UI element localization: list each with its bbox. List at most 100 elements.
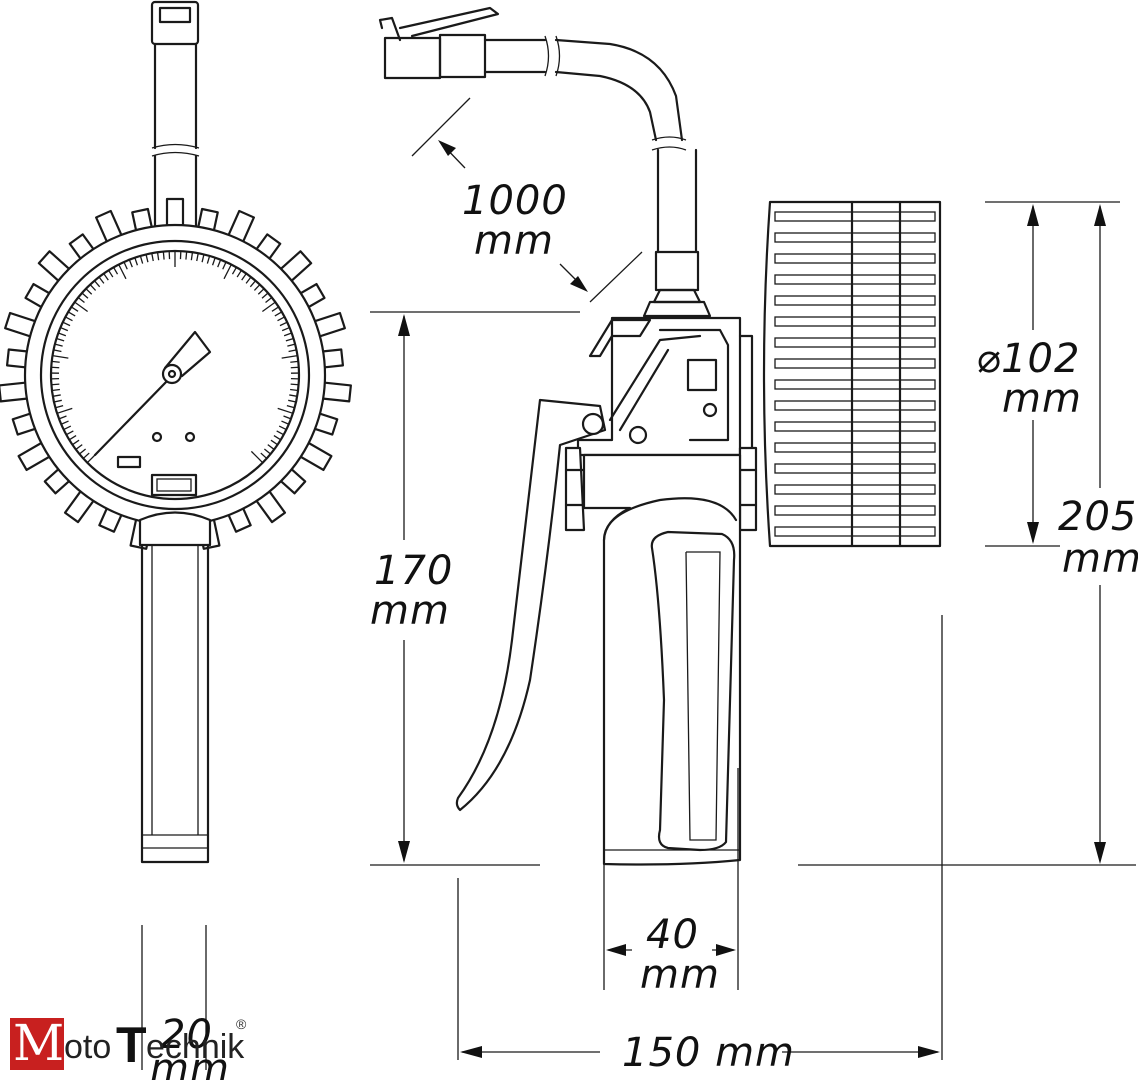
- side-hose-break-a: [544, 35, 550, 77]
- side-gauge-fin: [774, 253, 936, 264]
- thickness-value: 20: [160, 1012, 213, 1058]
- hose-dim-ext-1: [411, 97, 471, 157]
- scale-tick: [89, 284, 97, 291]
- scale-tick: [217, 259, 222, 268]
- side-gauge-fin: [774, 484, 936, 495]
- gauge-diameter-unit: mm: [1002, 376, 1082, 422]
- gauge-bezel: [39, 239, 311, 511]
- scale-tick: [279, 321, 288, 327]
- scale-tick: [53, 399, 62, 403]
- scale-tick: [273, 435, 282, 441]
- hose-length-unit: mm: [474, 218, 554, 264]
- diameter-ext-lines: [985, 201, 1060, 547]
- side-gauge-fin: [774, 463, 936, 474]
- front-chuck-clip: [158, 6, 192, 24]
- scale-tick: [276, 430, 284, 436]
- diameter-arrow-bottom: [1027, 522, 1039, 544]
- gauge-diameter-value: ⌀102: [976, 336, 1080, 382]
- side-chuck-body: [383, 36, 442, 80]
- scale-tick: [289, 394, 298, 397]
- side-hose-vertical: [656, 148, 698, 254]
- scale-tick: [267, 444, 275, 450]
- side-grip-insert-inner: [685, 551, 721, 841]
- side-trigger-link: [608, 334, 702, 432]
- side-gauge-fin: [774, 337, 936, 348]
- scale-tick: [283, 332, 292, 337]
- thickness-dimension-lines: [141, 925, 207, 1070]
- side-hex-nut: [652, 288, 702, 304]
- scale-tick: [81, 292, 89, 299]
- scale-tick: [277, 407, 294, 414]
- side-hanger-hook: [588, 318, 652, 358]
- scale-tick: [151, 253, 154, 262]
- gauge-window-inner: [156, 478, 192, 492]
- gauge-screw-left: [151, 431, 163, 443]
- scale-tick: [277, 316, 285, 322]
- side-gauge-fin: [774, 421, 936, 432]
- scale-tick: [58, 415, 67, 420]
- scale-tick: [201, 254, 205, 263]
- scale-tick: [223, 264, 232, 280]
- side-gauge-fin: [774, 211, 936, 222]
- height-arrow-top: [1094, 204, 1106, 226]
- scale-tick: [139, 255, 144, 264]
- hose-dim-arrow-2: [570, 276, 588, 292]
- handle-arrow-bottom: [398, 841, 410, 863]
- scale-tick: [118, 264, 127, 280]
- scale-tick: [185, 251, 188, 260]
- scale-tick: [72, 439, 80, 446]
- scale-tick: [52, 354, 69, 359]
- scale-tick: [71, 306, 79, 312]
- hose-dim-ext-2: [589, 251, 643, 303]
- side-trigger-pivot: [581, 412, 605, 436]
- scale-tick: [236, 269, 242, 278]
- handle-arrow-top: [398, 314, 410, 336]
- scale-tick: [270, 439, 278, 446]
- side-hose-curve-outer: [554, 38, 684, 142]
- dimension-labels: 1000 mm ⌀102 mm 205 mm 170 mm 40 mm 150 …: [150, 178, 1138, 1080]
- side-right-nut: [738, 446, 758, 532]
- side-body-screw: [628, 425, 648, 445]
- scale-tick: [56, 337, 65, 342]
- scale-tick: [249, 280, 257, 288]
- grip-arrow-left: [606, 944, 626, 956]
- scale-tick: [261, 301, 276, 313]
- scale-tick: [274, 311, 283, 317]
- scale-tick: [54, 343, 63, 347]
- scale-tick: [55, 404, 64, 409]
- logo-m-block: M: [10, 1014, 64, 1072]
- side-trigger: [455, 398, 607, 812]
- scale-tick: [278, 425, 287, 431]
- handle-height-unit: mm: [370, 588, 450, 634]
- scale-tick: [271, 306, 279, 312]
- scale-tick: [51, 366, 60, 369]
- front-hose-break-bottom: [151, 151, 200, 157]
- scale-tick: [265, 296, 273, 303]
- scale-tick: [60, 420, 69, 425]
- scale-tick: [77, 296, 85, 303]
- scale-tick: [162, 251, 165, 260]
- side-gauge-fin: [774, 295, 936, 306]
- scale-tick: [98, 276, 105, 284]
- scale-tick: [290, 366, 299, 369]
- scale-tick: [58, 332, 67, 337]
- dimension-lines: [370, 97, 1136, 1060]
- side-gauge-fin: [774, 505, 936, 516]
- scale-tick: [285, 337, 294, 342]
- scale-tick: [241, 273, 247, 281]
- gauge-label-plate: [116, 455, 142, 469]
- side-body-boss: [686, 358, 718, 392]
- thickness-unit: mm: [150, 1046, 230, 1080]
- scale-tick: [112, 266, 119, 275]
- scale-tick: [67, 311, 76, 317]
- side-gauge-fin: [774, 379, 936, 390]
- side-view: [378, 6, 942, 866]
- scale-tick: [52, 394, 61, 397]
- scale-tick: [286, 404, 295, 409]
- side-grip-insert: [650, 530, 736, 852]
- side-gauge-fin: [774, 442, 936, 453]
- scale-tick: [65, 316, 73, 322]
- side-right-nut-detail: [738, 468, 758, 507]
